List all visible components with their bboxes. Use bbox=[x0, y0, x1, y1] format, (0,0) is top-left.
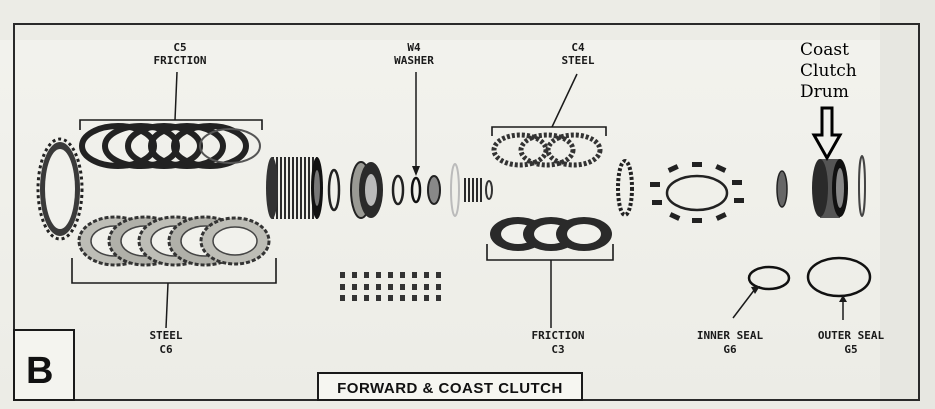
small-spline bbox=[464, 178, 482, 202]
coast-clutch-drum bbox=[812, 159, 848, 218]
top-strip bbox=[0, 0, 935, 40]
callout-line-3: Drum bbox=[800, 82, 849, 102]
c6-leader bbox=[165, 282, 169, 329]
w4-washer-part bbox=[410, 176, 422, 204]
piston bbox=[350, 161, 383, 219]
c5-code: C5 bbox=[173, 41, 186, 54]
g6-name: INNER SEAL bbox=[697, 329, 764, 342]
c5-name: FRICTION bbox=[154, 54, 207, 67]
c6-code: C6 bbox=[159, 343, 173, 356]
thin-ring-1 bbox=[327, 168, 341, 212]
spring-segments bbox=[650, 162, 744, 223]
diagram-frame bbox=[13, 23, 920, 401]
g6-leader bbox=[732, 288, 756, 319]
g5-outer-seal-part bbox=[806, 256, 872, 298]
g5-code: G5 bbox=[844, 343, 857, 356]
callout-arrow-icon bbox=[811, 106, 843, 162]
drum-ring bbox=[858, 155, 866, 217]
w4-arrowhead bbox=[412, 166, 420, 176]
g5-name: OUTER SEAL bbox=[818, 329, 885, 342]
c4-bracket bbox=[491, 126, 607, 136]
w4-code: W4 bbox=[407, 41, 421, 54]
diagram-title: FORWARD & COAST CLUTCH bbox=[337, 380, 563, 397]
snap-ring bbox=[450, 163, 460, 217]
c6-name: STEEL bbox=[149, 329, 182, 342]
c5-leader bbox=[174, 71, 178, 121]
drum-bearing bbox=[776, 170, 788, 208]
c4-name: STEEL bbox=[561, 54, 594, 67]
clutch-hub bbox=[266, 157, 323, 219]
title-box bbox=[317, 372, 583, 401]
c6-bracket bbox=[71, 258, 277, 284]
left-toothed-ring bbox=[36, 137, 84, 241]
g6-code: G6 bbox=[723, 343, 737, 356]
small-ring bbox=[485, 180, 493, 200]
g6-inner-seal-part bbox=[747, 265, 791, 291]
c5-bracket bbox=[79, 119, 263, 130]
g6-arrowhead bbox=[751, 286, 760, 294]
w4-name: WASHER bbox=[394, 54, 434, 67]
c3-bracket bbox=[486, 244, 614, 261]
g5-arrowhead bbox=[839, 295, 847, 302]
panel-letter: B bbox=[26, 350, 53, 392]
return-springs bbox=[340, 272, 441, 301]
right-strip bbox=[880, 0, 935, 409]
panel-letter-box bbox=[13, 329, 75, 401]
bearing bbox=[427, 175, 441, 205]
callout-line-2: Clutch bbox=[800, 61, 857, 81]
c3-friction-plates bbox=[490, 217, 612, 251]
callout-line-1: Coast bbox=[800, 40, 849, 60]
spring-retainer bbox=[391, 174, 405, 206]
c4-leader bbox=[551, 73, 578, 128]
c3-code: C3 bbox=[551, 343, 564, 356]
c6-steel-plates bbox=[77, 215, 271, 267]
c4-steel-plates bbox=[491, 132, 603, 168]
c5-friction-plates bbox=[79, 123, 261, 169]
c3-name: FRICTION bbox=[532, 329, 585, 342]
pressure-plate bbox=[616, 159, 634, 217]
c4-code: C4 bbox=[571, 41, 585, 54]
